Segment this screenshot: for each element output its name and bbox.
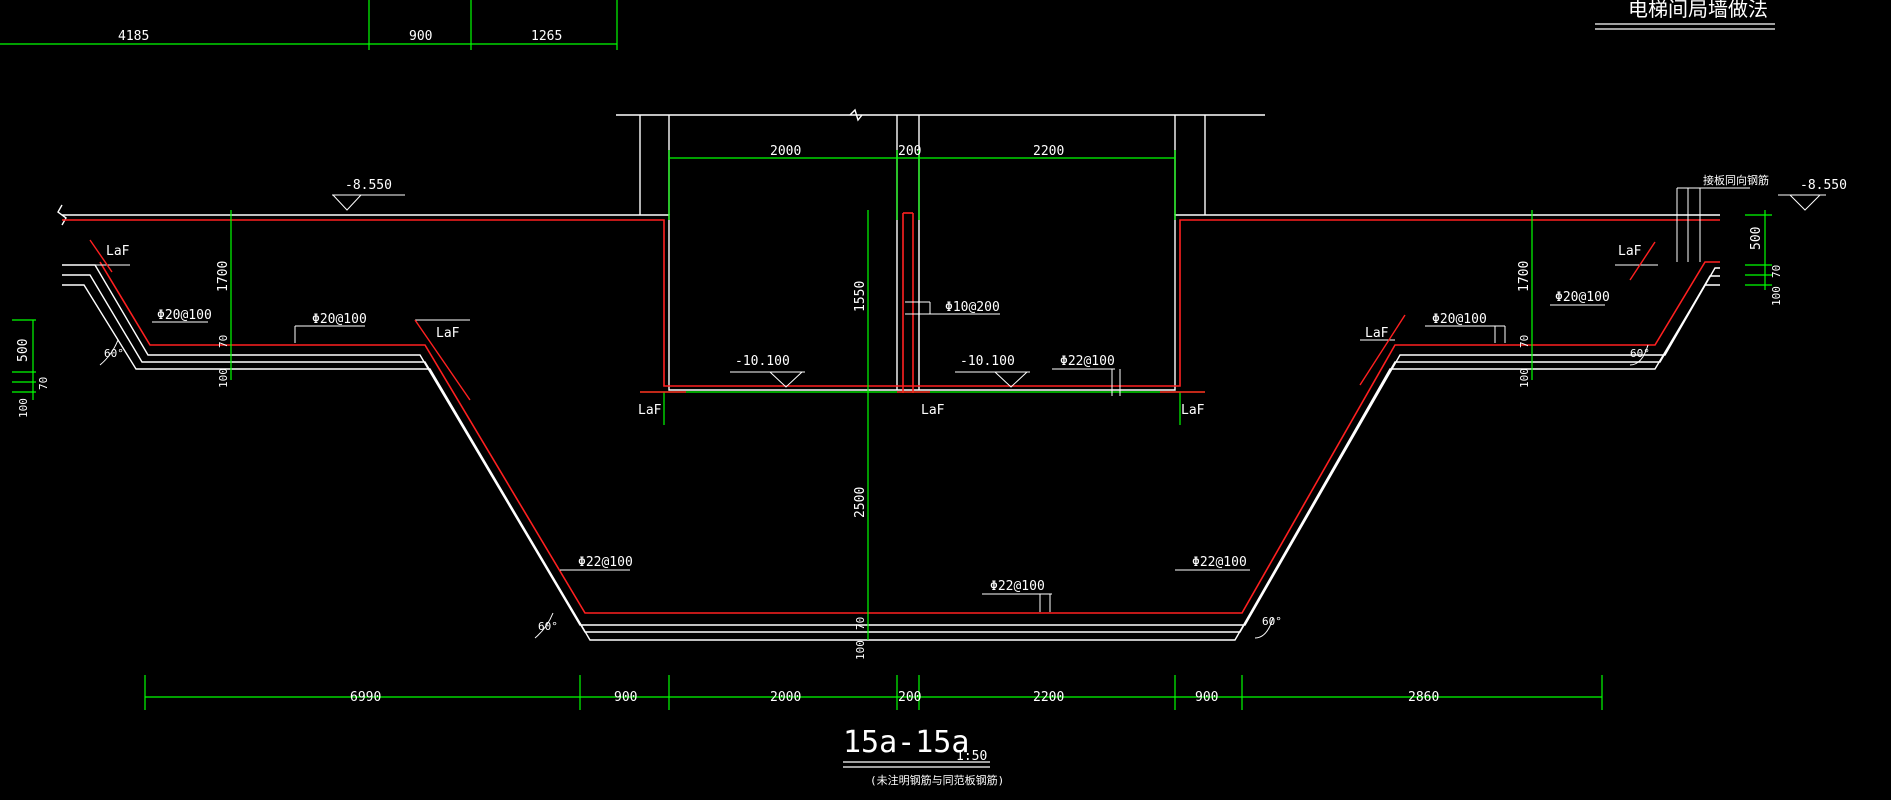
top-header: 电梯间局墙做法 [1595,0,1775,30]
vdim-center-100: 100 [854,640,867,660]
right-note: 接板同向钢筋 [1703,173,1769,187]
bottom-dim-3: 2000 [770,690,801,705]
elevation-left-top: -8.550 [345,178,392,193]
concrete-outline [57,108,1720,641]
angle-label-2: 60° [538,620,558,633]
leaders [62,187,1826,639]
laf-label-3: LaF [638,403,662,418]
section-title-block: 15a-15a 1:50 (未注明钢筋与同范板钢筋) [843,725,1004,787]
elevation-pit-right: -10.100 [960,354,1015,369]
laf-label-4: LaF [921,403,945,418]
section-note: (未注明钢筋与同范板钢筋) [870,773,1004,787]
vdim-right-1700: 1700 [1517,261,1532,292]
vdim-right-100: 100 [1518,368,1531,388]
section-scale: 1:50 [956,749,987,764]
laf-label-6: LaF [1365,326,1389,341]
bottom-dim-7: 2860 [1408,690,1439,705]
rebar-left-floor-upper: Φ20@100 [312,312,367,327]
vdim-center-70: 70 [854,617,867,630]
rebar-left-slope-upper: Φ20@100 [157,308,212,323]
dimension-lines [12,150,1772,710]
bottom-dim-1: 6990 [350,690,381,705]
top-dim-1: 4185 [118,29,149,44]
rebar-pit-floor: Φ22@100 [1060,354,1115,369]
rebar-right-slope-upper: Φ20@100 [1555,290,1610,305]
bottom-dim-6: 900 [1195,690,1218,705]
vdim-far-left-70: 70 [37,377,50,390]
elevation-right-top: -8.550 [1800,178,1847,193]
laf-label-1: LaF [106,244,130,259]
rebar-bottom-slab: Φ22@100 [990,579,1045,594]
angle-label-4: 60° [1630,347,1650,360]
rebar-right-floor-upper: Φ20@100 [1432,312,1487,327]
elevation-pit-left: -10.100 [735,354,790,369]
header-title: 电梯间局墙做法 [1628,0,1768,21]
angle-label-1: 60° [104,347,124,360]
laf-label-7: LaF [1618,244,1642,259]
top-dim-2: 900 [409,29,432,44]
pit-dim-2: 200 [898,144,921,159]
vdim-center-2500: 2500 [853,487,868,518]
rebar-lines [62,212,1720,614]
vdim-left-70: 70 [217,335,230,348]
rebar-divider-wall: Φ10@200 [945,300,1000,315]
vdim-right-70: 70 [1518,335,1531,348]
bottom-dim-2: 900 [614,690,637,705]
vdim-far-right-100: 100 [1770,286,1783,306]
pit-dim-1: 2000 [770,144,801,159]
rebar-left-big-slope: Φ22@100 [578,555,633,570]
laf-label-2: LaF [436,326,460,341]
vdim-left-1700: 1700 [216,261,231,292]
bottom-dim-4: 200 [898,690,921,705]
rebar-right-big-slope: Φ22@100 [1192,555,1247,570]
top-dimension-row [0,0,618,50]
top-dim-3: 1265 [531,29,562,44]
bottom-dim-5: 2200 [1033,690,1064,705]
vdim-far-left-500: 500 [16,339,31,362]
laf-label-5: LaF [1181,403,1205,418]
vdim-far-left-100: 100 [17,398,30,418]
pit-dim-3: 2200 [1033,144,1064,159]
section-title: 15a-15a [843,725,969,760]
vdim-far-right-70: 70 [1770,265,1783,278]
vdim-far-right-500: 500 [1749,227,1764,250]
vdim-center-1550: 1550 [853,281,868,312]
anchorage-leaders [89,239,1656,401]
vdim-left-100: 100 [217,368,230,388]
angle-label-3: 60° [1262,615,1282,628]
